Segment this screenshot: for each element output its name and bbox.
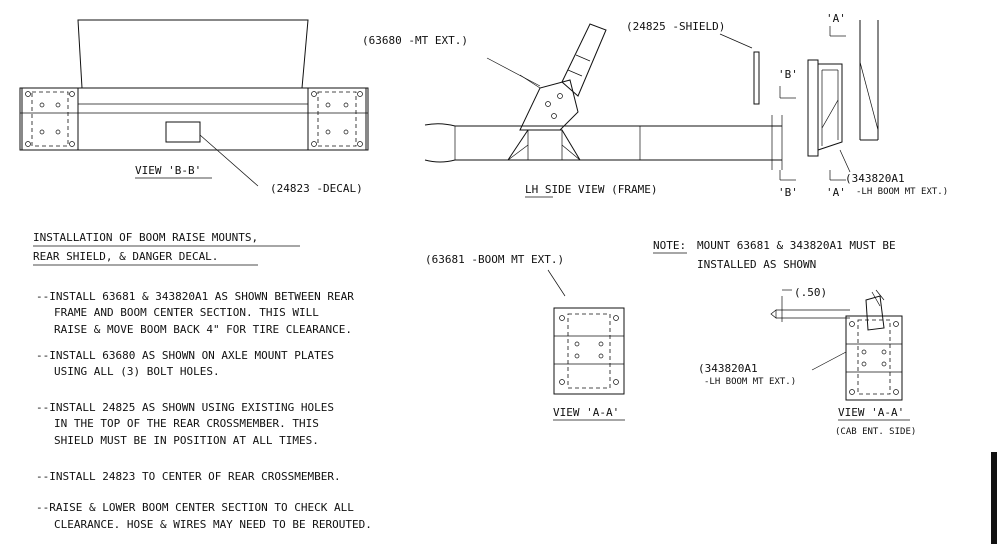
view-aa-right-label: VIEW 'A-A' (838, 406, 904, 419)
section-b-bottom-label: 'B' (778, 186, 798, 199)
step-5-line-1: --RAISE & LOWER BOOM CENTER SECTION TO C… (36, 501, 354, 514)
view-bb-label: VIEW 'B-B' (135, 164, 201, 177)
lh-boom-part-callout-2: (343820A1 (698, 362, 758, 375)
dim-50-label: (.50) (794, 286, 827, 299)
edge-bar (991, 452, 997, 544)
lh-boom-desc-callout-2: -LH BOOM MT EXT.) (704, 377, 796, 387)
step-3-line-3: SHIELD MUST BE IN POSITION AT ALL TIMES. (54, 434, 319, 447)
section-a-top-label: 'A' (826, 12, 846, 25)
step-2-line-2: USING ALL (3) BOLT HOLES. (54, 365, 220, 378)
section-a-bottom-label: 'A' (826, 186, 846, 199)
boom-mt-callout: (63681 -BOOM MT EXT.) (425, 253, 564, 266)
note-prefix: NOTE: (653, 239, 686, 252)
step-3-line-1: --INSTALL 24825 AS SHOWN USING EXISTING … (36, 401, 334, 414)
lh-side-view-label: LH SIDE VIEW (FRAME) (525, 183, 657, 196)
instructions-title-line2: REAR SHIELD, & DANGER DECAL. (33, 250, 218, 263)
lh-boom-desc-callout: -LH BOOM MT EXT.) (856, 187, 948, 197)
view-aa-cab-side-drawing (770, 289, 903, 401)
step-1-line-2: FRAME AND BOOM CENTER SECTION. THIS WILL (54, 306, 319, 319)
view-bb-drawing (19, 19, 369, 187)
section-aa-drawing (807, 20, 879, 181)
step-1-line-3: RAISE & MOVE BOOM BACK 4" FOR TIRE CLEAR… (54, 323, 352, 336)
view-aa-left-label: VIEW 'A-A' (553, 406, 619, 419)
step-1-line-1: --INSTALL 63681 & 343820A1 AS SHOWN BETW… (36, 290, 354, 303)
mt-ext-callout: (63680 -MT EXT.) (362, 34, 468, 47)
step-5-line-2: CLEARANCE. HOSE & WIRES MAY NEED TO BE R… (54, 518, 372, 531)
section-b-top-label: 'B' (778, 68, 798, 81)
cab-side-label: (CAB ENT. SIDE) (835, 427, 916, 437)
step-2-line-1: --INSTALL 63680 AS SHOWN ON AXLE MOUNT P… (36, 349, 334, 362)
view-aa-boom-mount-drawing (553, 307, 625, 395)
lh-boom-part-callout: (343820A1 (845, 172, 905, 185)
shield-callout: (24825 -SHIELD) (626, 20, 725, 33)
note-line-1: MOUNT 63681 & 343820A1 MUST BE (697, 239, 896, 252)
decal-callout: (24823 -DECAL) (270, 182, 363, 195)
instruction-steps: --INSTALL 63681 & 343820A1 AS SHOWN BETW… (36, 290, 372, 531)
step-4-line-1: --INSTALL 24823 TO CENTER OF REAR CROSSM… (36, 470, 341, 483)
lh-side-view-drawing (424, 23, 783, 170)
step-3-line-2: IN THE TOP OF THE REAR CROSSMEMBER. THIS (54, 417, 319, 430)
instructions-title-line1: INSTALLATION OF BOOM RAISE MOUNTS, (33, 231, 258, 244)
note-line-2: INSTALLED AS SHOWN (697, 258, 816, 271)
